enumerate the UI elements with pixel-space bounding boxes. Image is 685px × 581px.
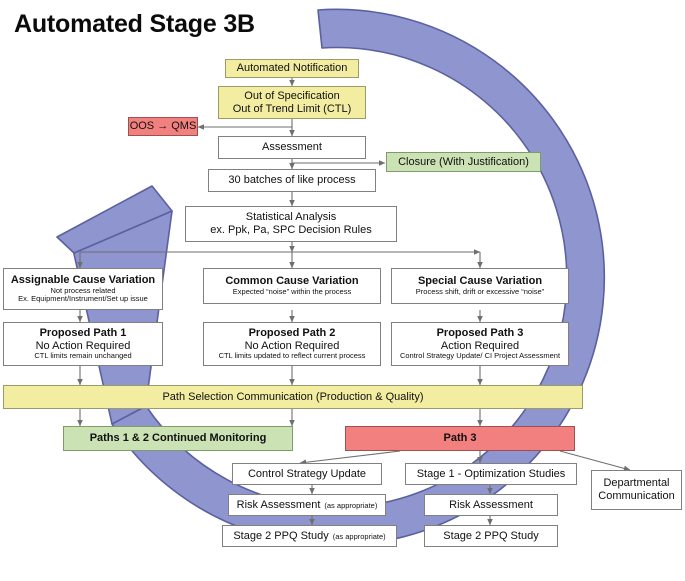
node-sub: CTL limits updated to reflect current pr… xyxy=(218,351,366,361)
node-label-line2: Communication xyxy=(598,490,675,502)
node-stage-2-ppq-study-left[interactable]: Stage 2 PPQ Study (as appropriate) xyxy=(222,525,397,547)
node-proposed-path-3[interactable]: Proposed Path 3 Action Required Control … xyxy=(391,322,569,366)
node-special-cause-variation[interactable]: Special Cause Variation Process shift, d… xyxy=(391,268,569,304)
node-title: Proposed Path 2 xyxy=(248,327,336,340)
node-label: Paths 1 & 2 Continued Monitoring xyxy=(89,432,267,445)
node-oos-to-qms[interactable]: OOS → QMS xyxy=(128,117,198,136)
page-title: Automated Stage 3B xyxy=(14,10,255,38)
node-label: Risk Assessment xyxy=(236,498,321,511)
node-30-batches[interactable]: 30 batches of like process xyxy=(208,169,376,192)
node-proposed-path-1[interactable]: Proposed Path 1 No Action Required CTL l… xyxy=(3,322,163,366)
node-out-of-specification[interactable]: Out of Specification Out of Trend Limit … xyxy=(218,86,366,119)
node-label: Risk Assessment xyxy=(449,498,533,511)
node-departmental-communication[interactable]: Departmental Communication xyxy=(591,470,682,510)
node-title: Proposed Path 1 xyxy=(39,327,127,340)
node-risk-assessment-right[interactable]: Risk Assessment xyxy=(424,494,558,516)
node-common-cause-variation[interactable]: Common Cause Variation Expected “noise” … xyxy=(203,268,381,304)
node-path-selection-communication[interactable]: Path Selection Communication (Production… xyxy=(3,385,583,409)
node-sub: CTL limits remain unchanged xyxy=(34,351,132,361)
node-stage-1-optimization-studies[interactable]: Stage 1 - Optimization Studies xyxy=(405,463,577,485)
node-closure-with-justification[interactable]: Closure (With Justification) xyxy=(386,152,541,172)
node-sub-1: Process shift, drift or excessive “noise… xyxy=(415,287,545,296)
node-label-line1: Statistical Analysis xyxy=(245,211,337,224)
node-label: Path Selection Communication (Production… xyxy=(162,390,424,403)
node-title: Proposed Path 3 xyxy=(436,327,524,340)
node-label-suffix: (as appropriate) xyxy=(332,531,386,541)
node-label-line1: Out of Specification xyxy=(244,89,340,102)
node-statistical-analysis[interactable]: Statistical Analysis ex. Ppk, Pa, SPC De… xyxy=(185,206,397,242)
node-label: Closure (With Justification) xyxy=(398,155,529,168)
node-proposed-path-2[interactable]: Proposed Path 2 No Action Required CTL l… xyxy=(203,322,381,366)
node-control-strategy-update[interactable]: Control Strategy Update xyxy=(232,463,382,485)
node-label: OOS → QMS xyxy=(129,120,197,133)
node-label: Control Strategy Update xyxy=(247,467,366,480)
node-label-line2: ex. Ppk, Pa, SPC Decision Rules xyxy=(210,224,372,236)
node-label-line1: Departmental xyxy=(603,477,670,490)
node-assignable-cause-variation[interactable]: Assignable Cause Variation Not process r… xyxy=(3,268,163,310)
node-label: Stage 1 - Optimization Studies xyxy=(416,467,566,480)
node-label-suffix: (as appropriate) xyxy=(324,500,378,510)
node-label: Assessment xyxy=(262,141,322,154)
node-assessment[interactable]: Assessment xyxy=(218,136,366,159)
node-sub: Control Strategy Update/ CI Project Asse… xyxy=(399,351,561,361)
node-stage-2-ppq-study-right[interactable]: Stage 2 PPQ Study xyxy=(424,525,558,547)
node-risk-assessment-left[interactable]: Risk Assessment (as appropriate) xyxy=(228,494,386,516)
node-sub-2: Ex. Equipment/Instrument/Set up issue xyxy=(18,294,148,304)
node-label: Stage 2 PPQ Study xyxy=(443,529,539,542)
node-path-3-banner[interactable]: Path 3 xyxy=(345,426,575,451)
node-label: Path 3 xyxy=(443,432,477,445)
node-label: Automated Notification xyxy=(236,62,348,75)
node-sub-1: Expected “noise” within the process xyxy=(232,287,352,296)
node-automated-notification[interactable]: Automated Notification xyxy=(225,59,359,78)
node-title: Assignable Cause Variation xyxy=(10,274,156,287)
node-label: Stage 2 PPQ Study xyxy=(233,529,329,542)
node-label: 30 batches of like process xyxy=(228,174,356,187)
node-paths-1-2-continued-monitoring[interactable]: Paths 1 & 2 Continued Monitoring xyxy=(63,426,293,451)
node-label-line2: Out of Trend Limit (CTL) xyxy=(232,102,352,115)
